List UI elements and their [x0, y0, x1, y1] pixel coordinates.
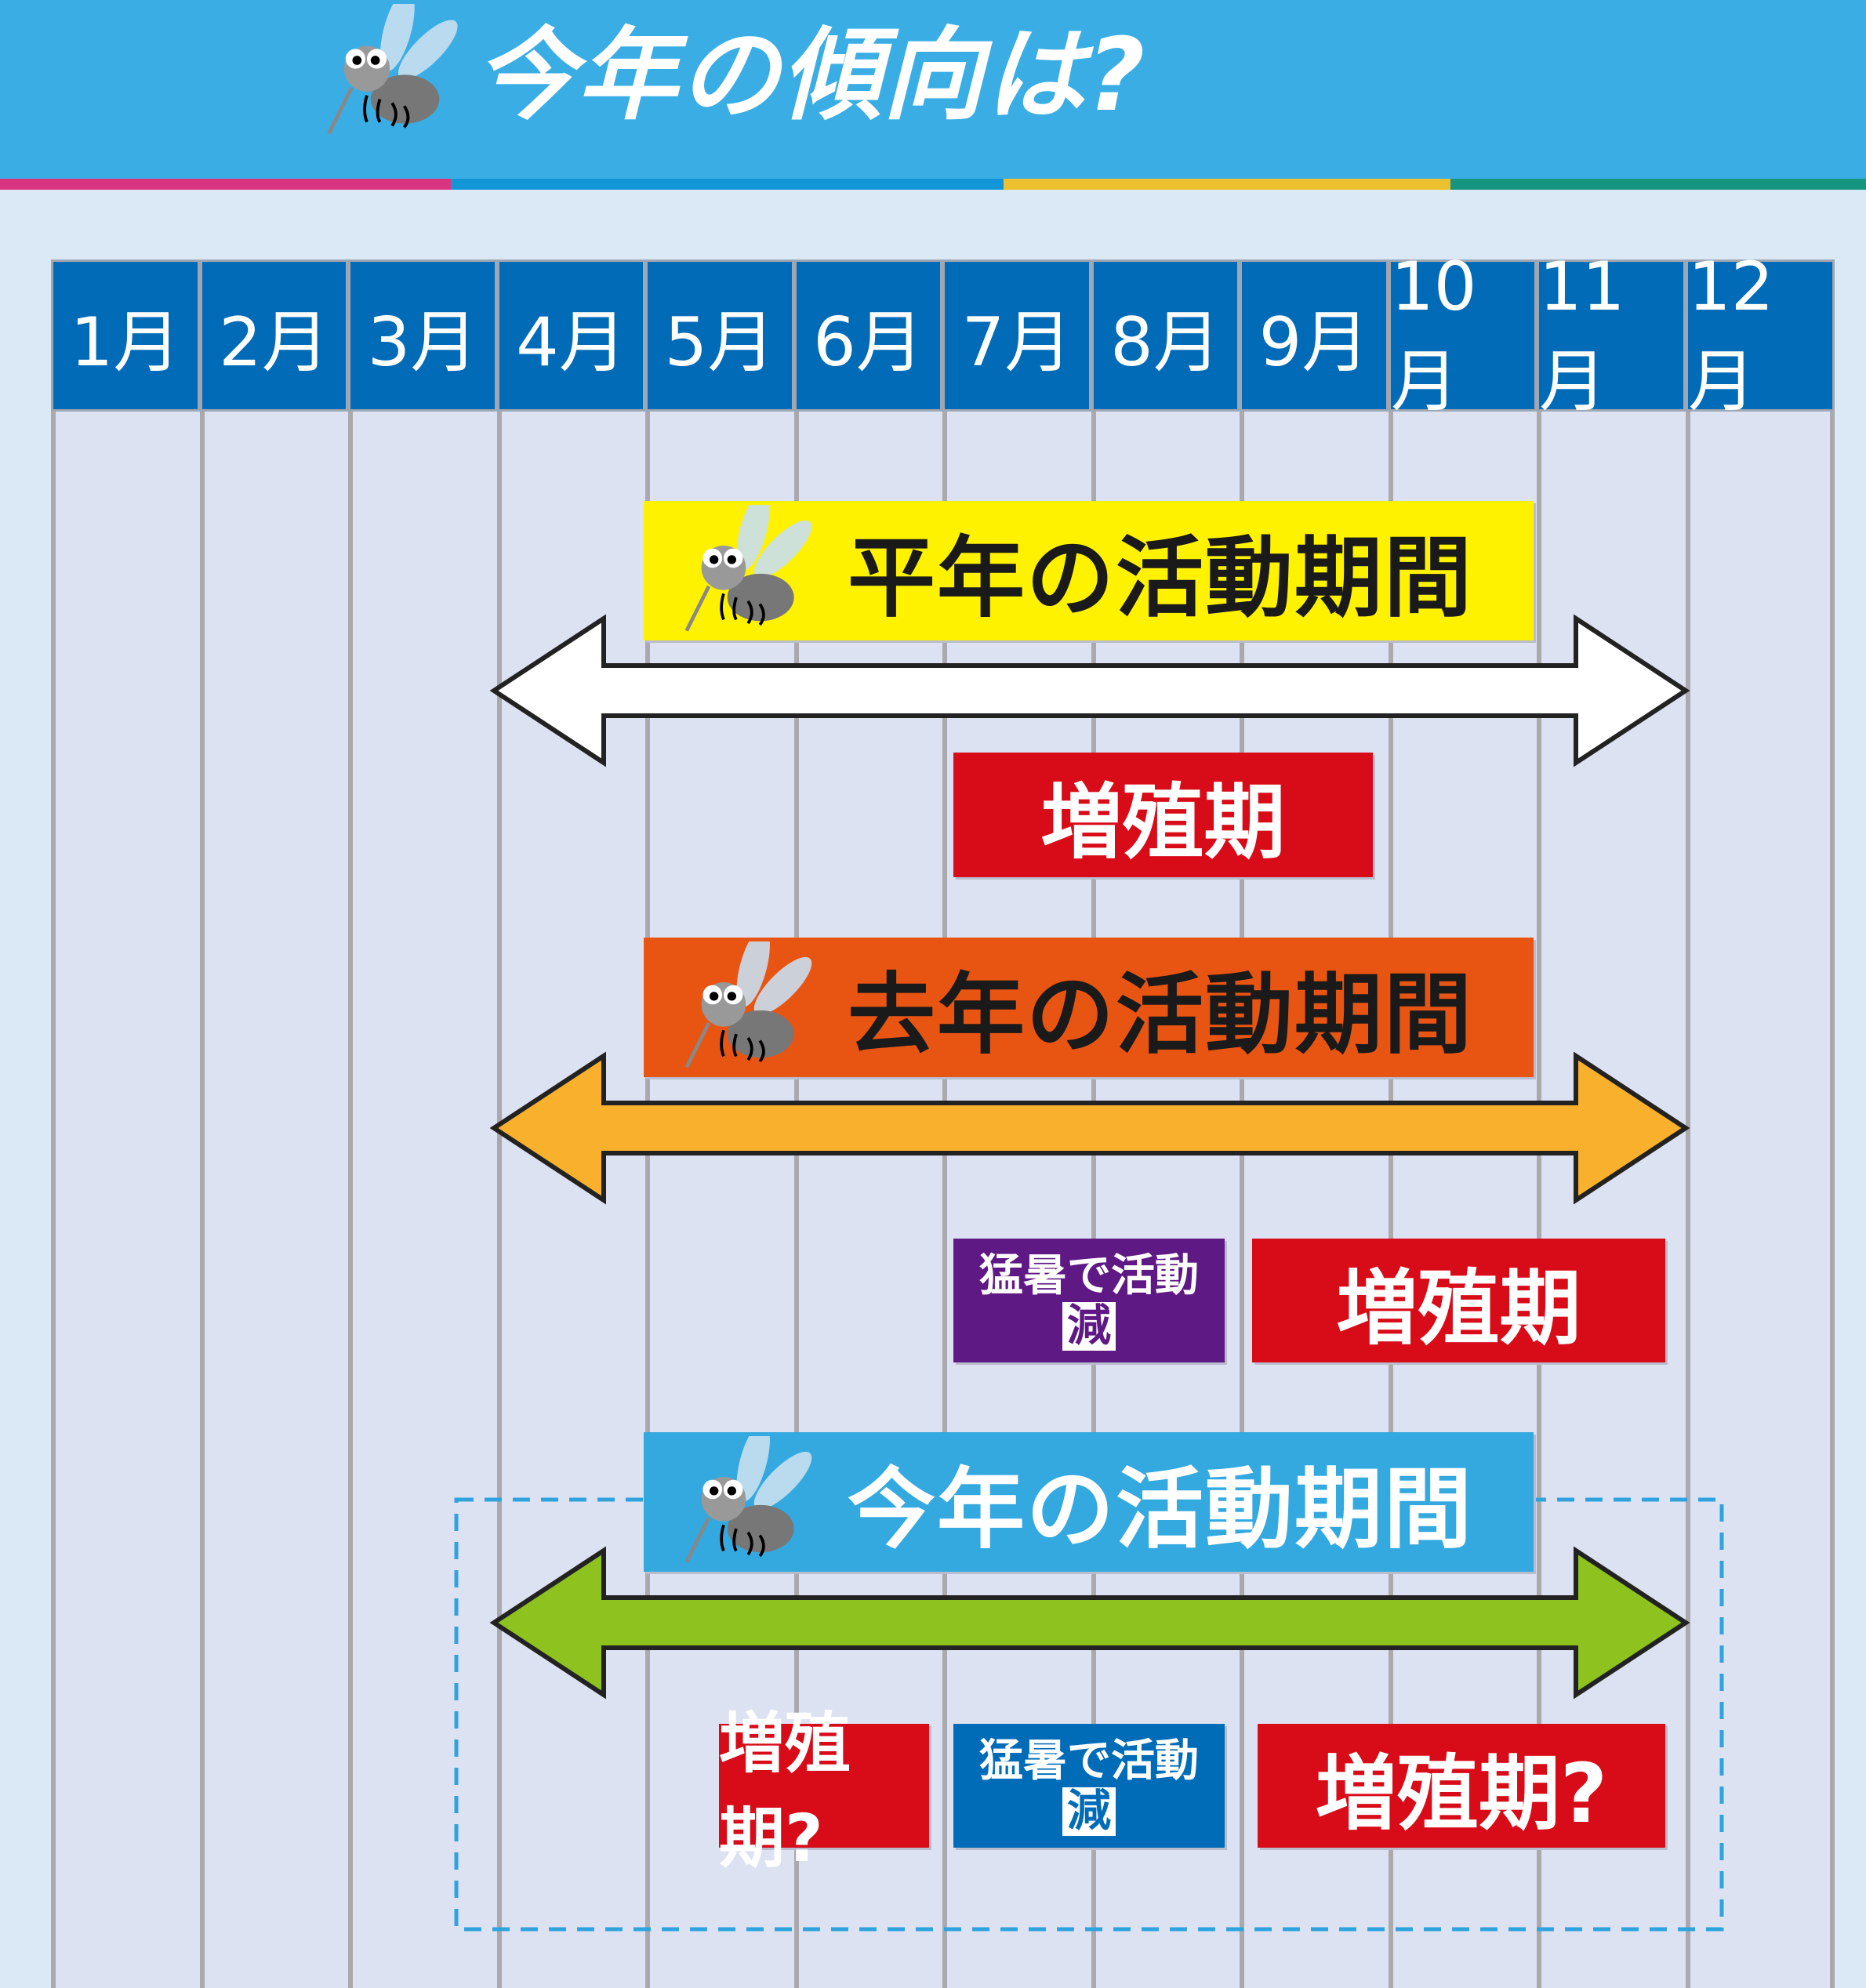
mosquito-icon — [683, 505, 816, 638]
stripe-green — [1450, 179, 1866, 190]
this-year-early-breeding-box: 増殖期? — [719, 1705, 929, 1877]
month-header: 12月 — [1686, 248, 1835, 421]
stripe-blue — [451, 179, 1004, 190]
decrease-badge: 減 — [1062, 1787, 1116, 1836]
mosquito-icon — [683, 941, 816, 1075]
month-header: 10月 — [1389, 248, 1537, 421]
last-year-breeding-box: 増殖期 — [1252, 1239, 1665, 1362]
this-year-period-label: 今年の活動期間 — [848, 1459, 1473, 1561]
this-year-period-arrow — [489, 1546, 1690, 1700]
month-header: 8月 — [1091, 259, 1240, 412]
last-year-period-banner: 去年の活動期間 — [644, 938, 1534, 1077]
month-header: 4月 — [497, 259, 645, 412]
month-header: 6月 — [794, 259, 942, 412]
page-title: 今年の傾向は? — [475, 17, 1147, 134]
month-header: 7月 — [942, 259, 1091, 412]
month-header: 2月 — [200, 259, 348, 412]
last-year-period-arrow — [489, 1051, 1690, 1205]
normal-breeding-box: 増殖期 — [953, 753, 1373, 877]
month-header: 1月 — [51, 259, 200, 412]
stripe-pink — [0, 179, 451, 190]
normal-period-arrow — [489, 614, 1690, 767]
decrease-badge: 減 — [1062, 1302, 1116, 1351]
month-header: 3月 — [348, 259, 497, 412]
this-year-late-breeding-box: 増殖期? — [1258, 1724, 1665, 1848]
normal-period-label: 平年の活動期間 — [848, 528, 1473, 629]
last-year-period-label: 去年の活動期間 — [848, 964, 1473, 1066]
last-year-heat-box: 猛暑で活動 減 — [953, 1239, 1225, 1362]
month-header: 11月 — [1537, 248, 1686, 421]
normal-period-banner: 平年の活動期間 — [644, 501, 1534, 640]
header-banner — [0, 0, 1866, 182]
heat-text: 猛暑で活動 — [979, 1736, 1199, 1787]
mosquito-icon — [683, 1436, 816, 1569]
stripe-yellow — [1004, 179, 1450, 190]
this-year-heat-box: 猛暑で活動 減 — [953, 1724, 1225, 1848]
this-year-period-banner: 今年の活動期間 — [644, 1432, 1534, 1572]
month-header: 5月 — [645, 259, 794, 412]
month-header: 9月 — [1240, 259, 1389, 412]
heat-text: 猛暑で活動 — [979, 1250, 1199, 1301]
